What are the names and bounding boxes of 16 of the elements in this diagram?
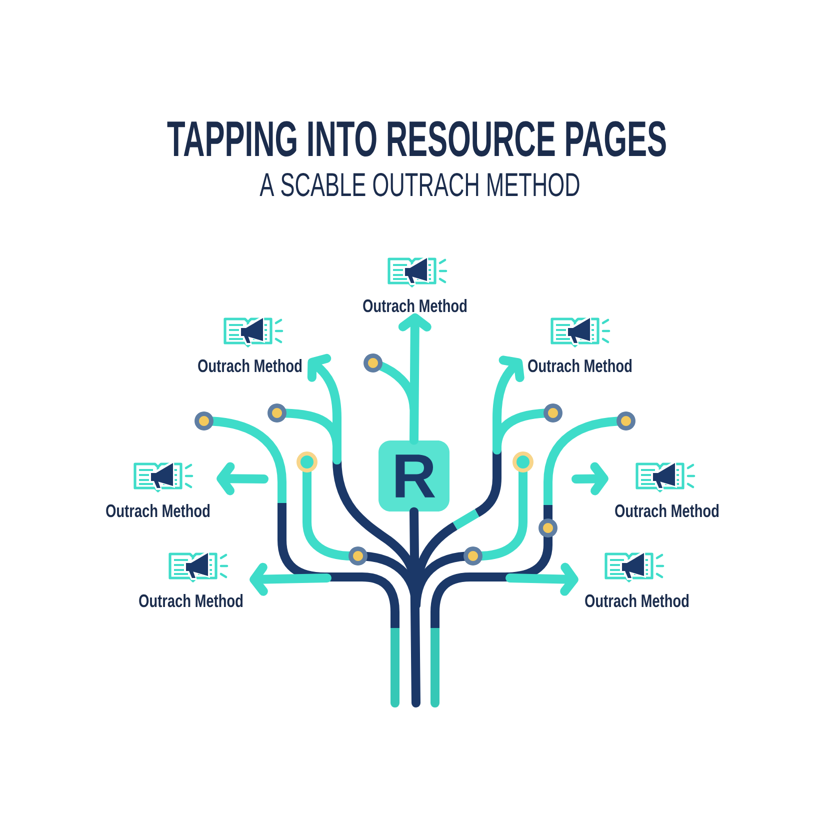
title: TAPPING INTO RESOURCE PAGES [167,121,666,156]
method-label: Outrach Method [585,594,689,608]
method-label: Outrach Method [198,358,302,372]
method-label: Outrach Method [363,298,467,312]
arrow [492,356,524,454]
method-label: Outrach Method [615,504,719,518]
arrow [250,562,332,596]
subtitle: A SCABLE OUTRACH METHOD [260,172,580,196]
arrow [307,354,342,464]
arrow [506,562,578,596]
arrow [216,462,268,496]
letter-tile: R [378,440,450,512]
method-label: Outrach Method [139,594,243,608]
method-label: Outrach Method [528,358,632,372]
arrow [398,313,432,445]
method-label: Outrach Method [106,504,210,518]
